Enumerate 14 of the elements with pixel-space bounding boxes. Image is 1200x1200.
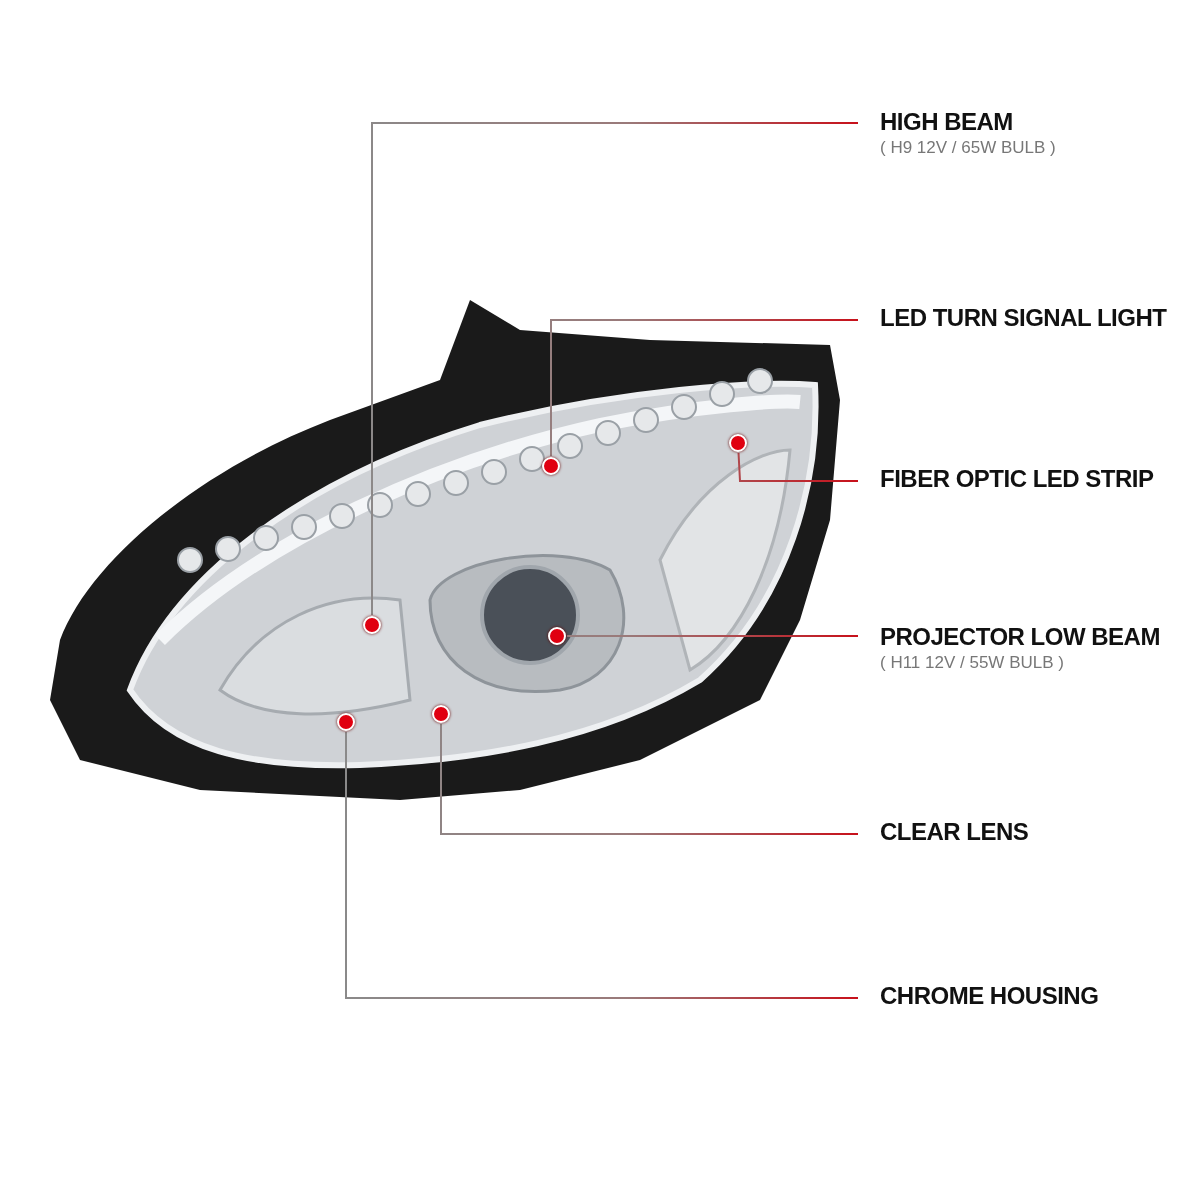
leader-line	[440, 723, 859, 835]
leader-line	[371, 122, 859, 616]
callout-title: FIBER OPTIC LED STRIP	[880, 465, 1154, 493]
leader-line	[550, 319, 859, 457]
callout-title: CLEAR LENS	[880, 818, 1029, 846]
callout-title: CHROME HOUSING	[880, 982, 1099, 1010]
leader-line	[345, 731, 859, 999]
callout-title: LED TURN SIGNAL LIGHT	[880, 304, 1167, 332]
callout-title: PROJECTOR LOW BEAM	[880, 623, 1160, 651]
bulb-spec: ( H11 12V / 55W BULB )	[880, 653, 1065, 673]
bulb-spec: ( H9 12V / 65W BULB )	[880, 138, 1056, 158]
leader-line	[737, 452, 859, 482]
leader-line	[566, 635, 859, 637]
callout-title: HIGH BEAM	[880, 108, 1014, 136]
